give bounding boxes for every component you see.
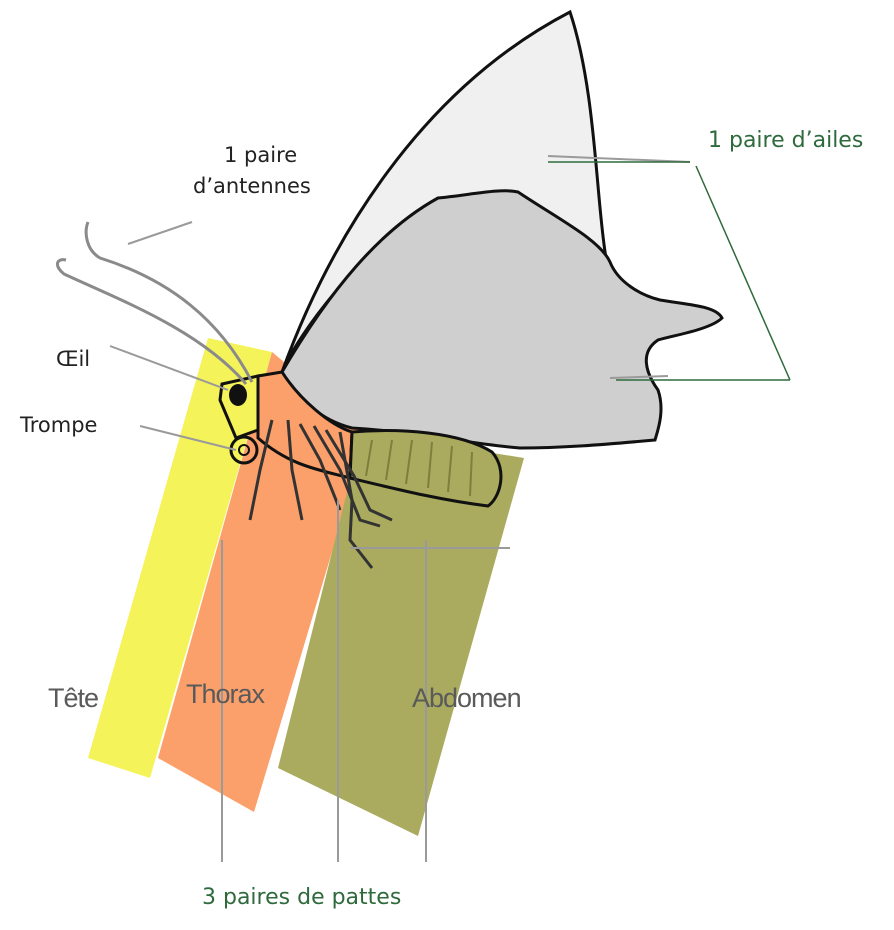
label-eye: Œil — [56, 347, 90, 372]
label-thorax: Thorax — [186, 678, 264, 710]
label-head: Tête — [48, 682, 98, 714]
label-legs: 3 paires de pattes — [202, 885, 401, 911]
label-antennae-line2: d’antennes — [193, 174, 311, 199]
label-abdomen: Abdomen — [412, 682, 521, 714]
label-antennae-line1: 1 paire — [224, 143, 297, 168]
label-proboscis: Trompe — [20, 413, 97, 438]
label-wings: 1 paire d’ailes — [708, 128, 863, 154]
eye-shape — [229, 384, 247, 406]
